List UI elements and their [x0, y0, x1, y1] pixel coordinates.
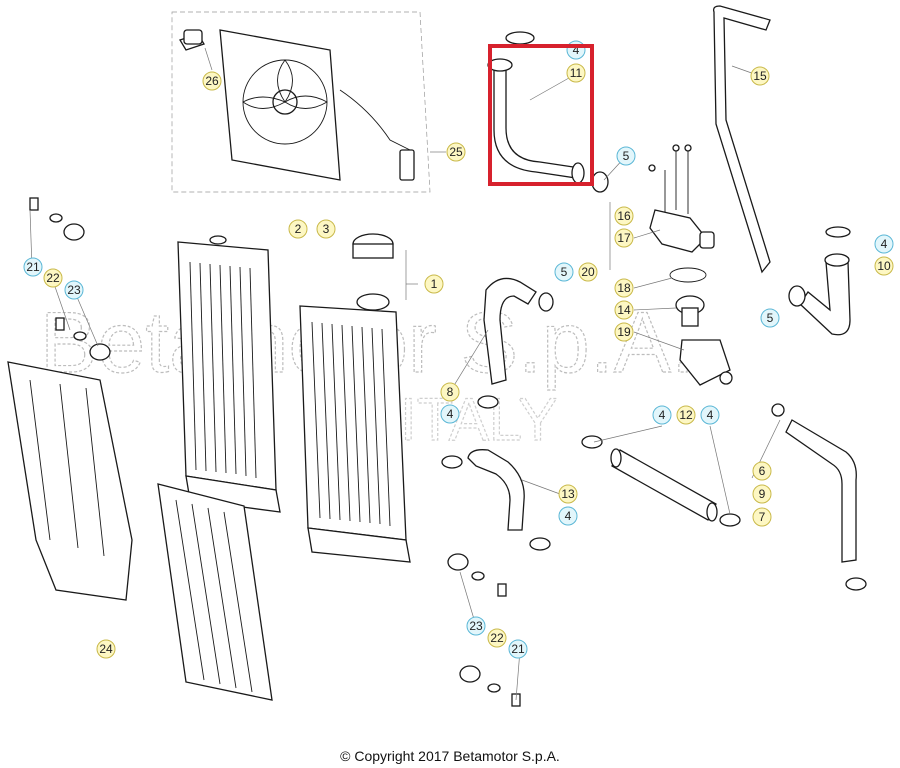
hose-11 [487, 58, 585, 184]
callout-label: 4 [565, 509, 572, 523]
callout-26[interactable]: 26 [202, 71, 222, 91]
callout-label: 23 [67, 283, 81, 297]
hose-9 [771, 403, 867, 591]
callout-label: 19 [617, 325, 631, 339]
callout-label: 24 [99, 642, 113, 656]
callout-label: 9 [759, 487, 766, 501]
callout-22-top[interactable]: 22 [43, 268, 63, 288]
callout-12[interactable]: 12 [676, 405, 696, 425]
callout-label: 5 [623, 149, 630, 163]
callout-21-top[interactable]: 21 [23, 257, 43, 277]
callout-9[interactable]: 9 [752, 484, 772, 504]
callout-label: 5 [767, 311, 774, 325]
callout-4-hose8[interactable]: 4 [440, 404, 460, 424]
callout-3[interactable]: 3 [316, 219, 336, 239]
callout-2[interactable]: 2 [288, 219, 308, 239]
callout-16[interactable]: 16 [614, 206, 634, 226]
callout-label: 1 [431, 277, 438, 291]
callout-15[interactable]: 15 [750, 66, 770, 86]
callout-label: 22 [46, 271, 60, 285]
callout-8[interactable]: 8 [440, 382, 460, 402]
hose-8 [477, 277, 554, 409]
callout-22-bottom[interactable]: 22 [487, 628, 507, 648]
callout-14[interactable]: 14 [614, 300, 634, 320]
radiator-caps [352, 233, 394, 311]
callout-4-hose12-right[interactable]: 4 [700, 405, 720, 425]
callout-24[interactable]: 24 [96, 639, 116, 659]
callout-label: 4 [659, 408, 666, 422]
callout-label: 15 [753, 69, 767, 83]
callout-label: 4 [881, 237, 888, 251]
callout-label: 5 [561, 265, 568, 279]
callout-6[interactable]: 6 [752, 461, 772, 481]
fasteners-left [29, 197, 111, 361]
callout-4-right[interactable]: 4 [874, 234, 894, 254]
callout-label: 23 [469, 619, 483, 633]
hose-13 [441, 449, 551, 551]
callout-11[interactable]: 11 [566, 63, 586, 83]
shroud-24 [7, 361, 133, 601]
hose-12 [581, 435, 741, 527]
callout-25[interactable]: 25 [446, 142, 466, 162]
callout-label: 22 [490, 631, 504, 645]
hose-15 [712, 5, 771, 274]
callout-17[interactable]: 17 [614, 228, 634, 248]
callout-label: 12 [679, 408, 693, 422]
callout-4-hose13[interactable]: 4 [558, 506, 578, 526]
copyright-notice: © Copyright 2017 Betamotor S.p.A. [340, 748, 560, 764]
callout-label: 4 [573, 43, 580, 57]
callout-21-bottom[interactable]: 21 [508, 639, 528, 659]
thermostat-housing [648, 144, 715, 253]
thermostat-parts [669, 267, 733, 386]
callout-label: 7 [759, 510, 766, 524]
callout-7[interactable]: 7 [752, 507, 772, 527]
callout-label: 18 [617, 281, 631, 295]
callout-23-top[interactable]: 23 [64, 280, 84, 300]
callout-10[interactable]: 10 [874, 256, 894, 276]
callout-5-thermostat[interactable]: 5 [616, 146, 636, 166]
radiator-right [299, 305, 411, 563]
callout-label: 20 [581, 265, 595, 279]
ring-5-top [591, 171, 609, 193]
hose-clamp-4-top [505, 31, 535, 45]
callout-20[interactable]: 20 [578, 262, 598, 282]
callout-5-right[interactable]: 5 [760, 308, 780, 328]
callout-label: 11 [570, 66, 583, 80]
callout-label: 10 [877, 259, 891, 273]
callout-label: 25 [449, 145, 463, 159]
callout-label: 6 [759, 464, 766, 478]
radiator-left [177, 235, 281, 513]
callout-18[interactable]: 18 [614, 278, 634, 298]
callout-4-hose12-left[interactable]: 4 [652, 405, 672, 425]
fan-assembly [171, 11, 431, 193]
callout-1[interactable]: 1 [424, 274, 444, 294]
callout-label: 16 [617, 209, 631, 223]
callout-19[interactable]: 19 [614, 322, 634, 342]
callout-label: 21 [511, 642, 525, 656]
callout-13[interactable]: 13 [558, 484, 578, 504]
callout-label: 17 [617, 231, 631, 245]
callout-label: 2 [295, 222, 302, 236]
callout-label: 8 [447, 385, 454, 399]
callout-label: 21 [26, 260, 40, 274]
callout-label: 3 [323, 222, 330, 236]
callout-label: 4 [447, 407, 454, 421]
highlight-frame [488, 44, 594, 186]
radiator-grille [157, 483, 273, 701]
callout-label: 13 [561, 487, 575, 501]
callout-label: 26 [205, 74, 219, 88]
callout-label: 14 [617, 303, 631, 317]
watermark-line2: ITALY [400, 386, 558, 453]
hose-10 [788, 226, 851, 336]
callout-23-bottom[interactable]: 23 [466, 616, 486, 636]
callout-5-hose8[interactable]: 5 [554, 262, 574, 282]
callout-label: 4 [707, 408, 714, 422]
